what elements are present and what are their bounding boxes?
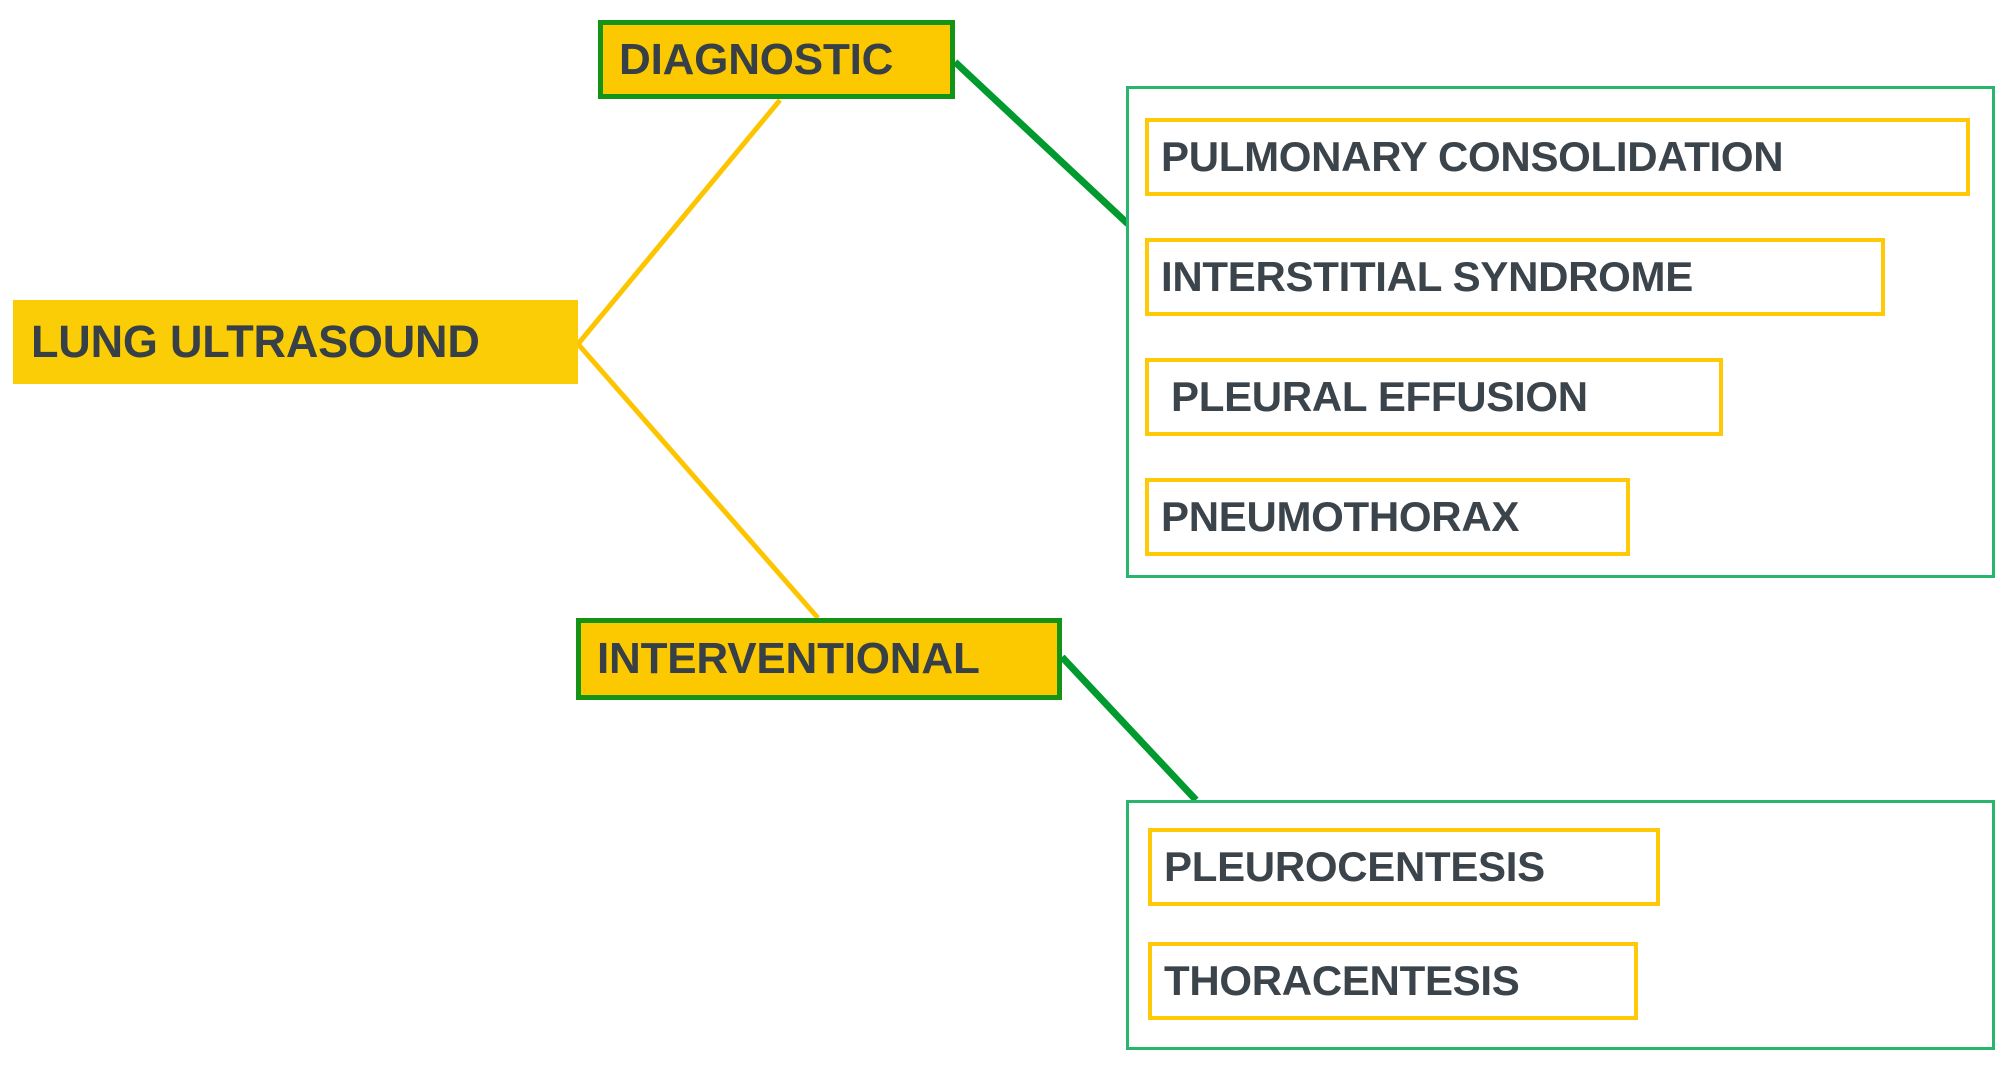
edge-root-to-interventional <box>576 342 820 620</box>
node-lung-ultrasound-label: LUNG ULTRASOUND <box>31 316 480 367</box>
edge-diagnostic-to-group <box>952 59 1131 227</box>
item-label: PULMONARY CONSOLIDATION <box>1161 133 1784 180</box>
item-label: PLEURAL EFFUSION <box>1171 373 1588 420</box>
item-label: INTERSTITIAL SYNDROME <box>1161 253 1693 300</box>
item-pulmonary-consolidation[interactable]: PULMONARY CONSOLIDATION <box>1145 118 1970 196</box>
item-interstitial-syndrome[interactable]: INTERSTITIAL SYNDROME <box>1145 238 1885 316</box>
item-thoracentesis[interactable]: THORACENTESIS <box>1148 942 1638 1020</box>
node-diagnostic-label: DIAGNOSTIC <box>619 34 894 84</box>
item-pneumothorax[interactable]: PNEUMOTHORAX <box>1145 478 1630 556</box>
edge-root-to-diagnostic <box>576 98 782 346</box>
item-label: PNEUMOTHORAX <box>1161 493 1520 540</box>
node-diagnostic[interactable]: DIAGNOSTIC <box>598 20 955 99</box>
item-label: THORACENTESIS <box>1164 957 1520 1004</box>
item-label: PLEUROCENTESIS <box>1164 843 1545 890</box>
node-interventional[interactable]: INTERVENTIONAL <box>576 618 1062 700</box>
node-interventional-label: INTERVENTIONAL <box>597 634 980 683</box>
edge-interventional-to-group <box>1059 654 1199 803</box>
item-pleurocentesis[interactable]: PLEUROCENTESIS <box>1148 828 1660 906</box>
item-pleural-effusion[interactable]: PLEURAL EFFUSION <box>1145 358 1723 436</box>
node-lung-ultrasound[interactable]: LUNG ULTRASOUND <box>13 300 578 384</box>
